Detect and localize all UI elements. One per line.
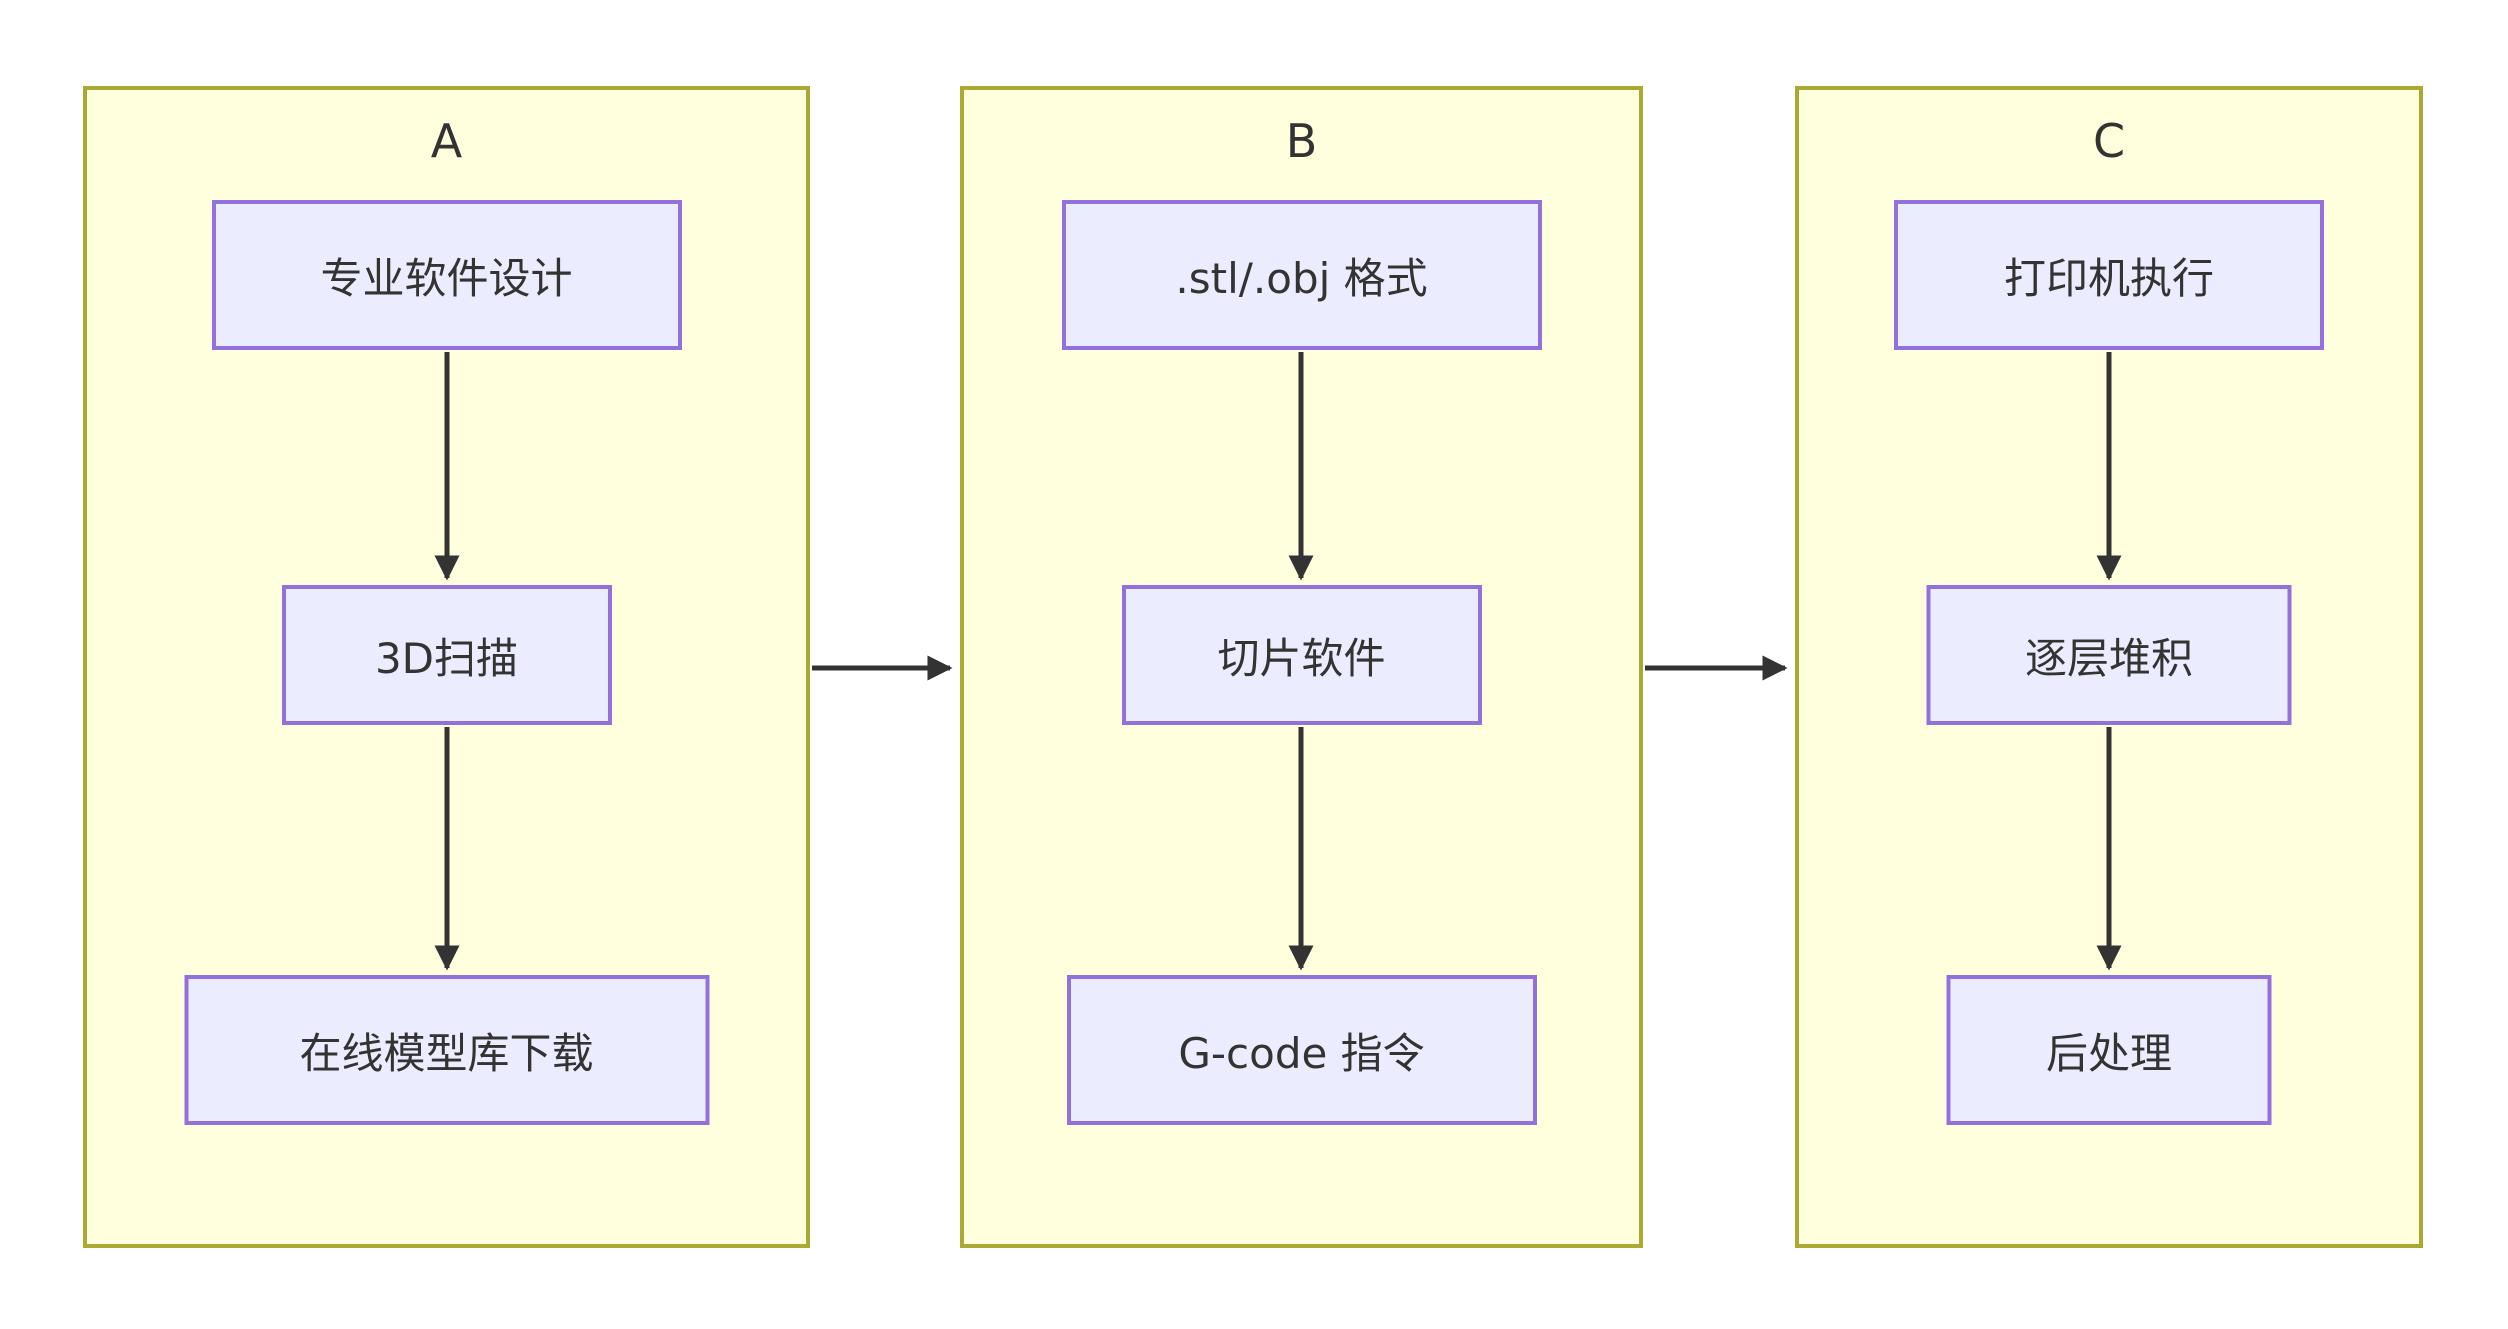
node-slicing-software: 切片软件 xyxy=(1121,585,1482,725)
node-post-processing: 后处理 xyxy=(1946,975,2272,1125)
subgraph-a: A 专业软件设计 3D扫描 在线模型库下载 xyxy=(83,86,810,1248)
node-layer-by-layer: 逐层堆积 xyxy=(1926,585,2292,725)
node-printer-execute: 打印机执行 xyxy=(1894,200,2324,350)
node-gcode-instructions: G-code 指令 xyxy=(1066,975,1537,1125)
subgraph-c-title: C xyxy=(2092,114,2126,168)
node-online-model-download: 在线模型库下载 xyxy=(184,975,709,1125)
subgraph-c: C 打印机执行 逐层堆积 后处理 xyxy=(1795,86,2423,1248)
node-design-software: 专业软件设计 xyxy=(211,200,682,350)
subgraph-b-title: B xyxy=(1285,114,1318,168)
subgraph-a-title: A xyxy=(430,114,463,168)
node-3d-scan: 3D扫描 xyxy=(281,585,612,725)
subgraph-b: B .stl/.obj 格式 切片软件 G-code 指令 xyxy=(960,86,1643,1248)
node-stl-obj-format: .stl/.obj 格式 xyxy=(1061,200,1542,350)
